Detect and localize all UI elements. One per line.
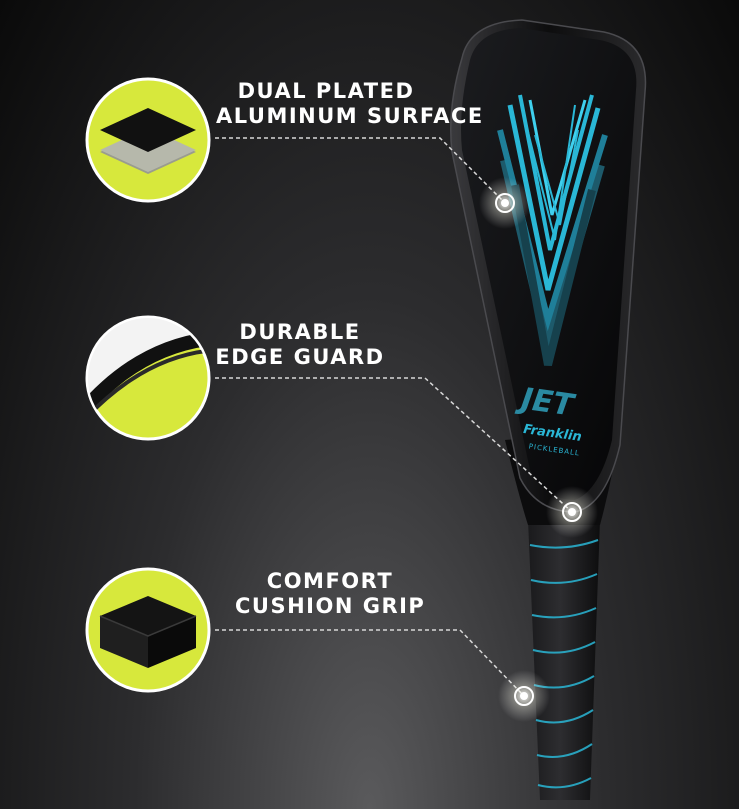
- feature-label-line1: COMFORT: [266, 569, 394, 593]
- paddle-grip: [528, 520, 600, 800]
- feature-label-line1: DURABLE: [239, 320, 361, 344]
- grip-wrap-lines: [529, 539, 599, 789]
- callout-line-surface: [215, 137, 506, 204]
- glow-point-surface: [479, 177, 531, 229]
- feature-label-surface: DUAL PLATED ALUMINUM SURFACE: [216, 79, 484, 129]
- feature-label-edge: DURABLE EDGE GUARD: [210, 320, 390, 370]
- feature-label-line2: EDGE GUARD: [215, 345, 385, 369]
- feature-label-grip: COMFORT CUSHION GRIP: [235, 569, 425, 619]
- feature-label-line2: ALUMINUM SURFACE: [216, 104, 484, 128]
- paddle-model-text: JET: [514, 381, 578, 424]
- aluminum-layers-icon: [85, 77, 211, 203]
- callout-line-grip: [215, 629, 525, 697]
- glow-point-grip: [498, 670, 550, 722]
- cushion-block-icon: [85, 567, 211, 693]
- feature-label-line1: DUAL PLATED: [237, 79, 415, 103]
- pickleball-paddle: JET Franklin PICKLEBALL: [450, 19, 647, 800]
- glow-point-edge: [546, 486, 598, 538]
- edge-guard-icon: [85, 315, 211, 441]
- feature-label-line2: CUSHION GRIP: [235, 594, 426, 618]
- callout-lines: [215, 137, 573, 697]
- callout-line-edge: [215, 377, 573, 513]
